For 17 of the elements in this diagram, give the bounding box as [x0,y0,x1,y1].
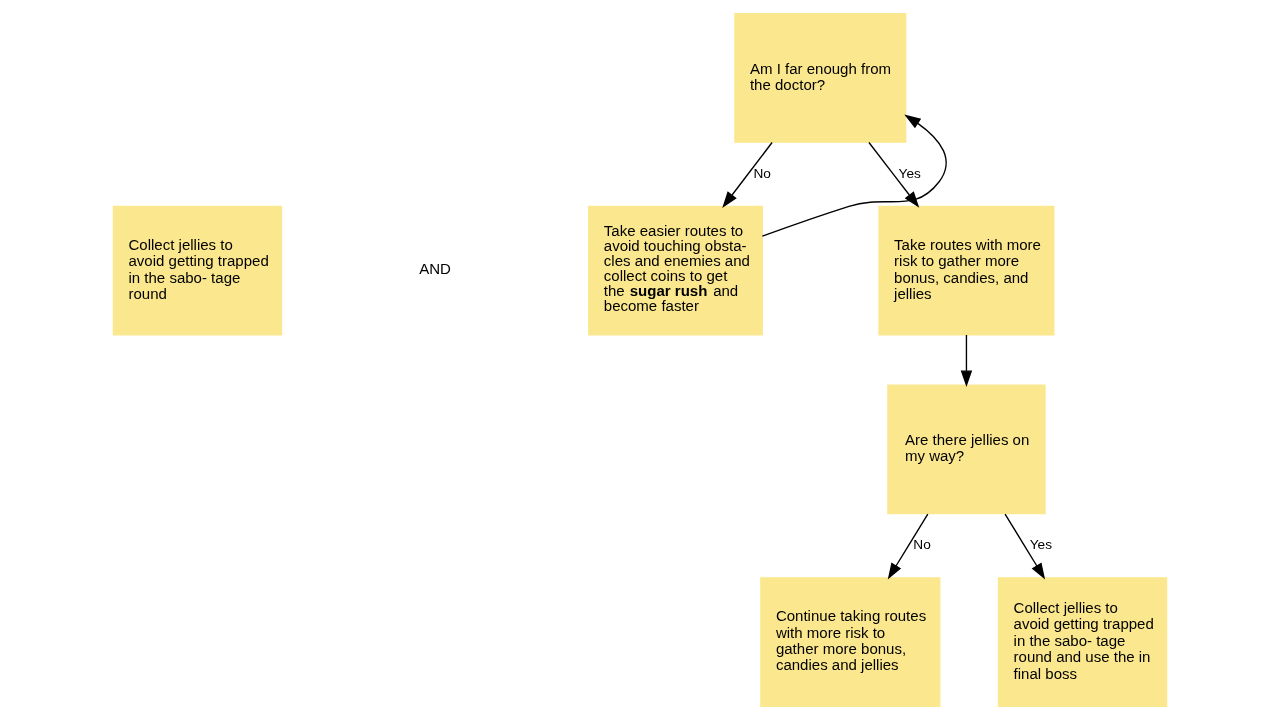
edge-label: No [913,537,931,553]
edge-label: Yes [1029,537,1053,553]
arrow [761,114,947,237]
edge-label: No [753,165,771,181]
node-box: Take easier routes to avoid touching obsta- cles and enemies and collect coins to get the sugar rush and become faster [588,205,763,336]
node-box: Continue taking routes with more risk to gather more bonus, candies and jellies [760,577,941,707]
node-box: Take routes with more risk to gather more bonus, candies, and jellies [878,205,1055,336]
arrow [1004,513,1046,580]
edge-label: Yes [898,165,921,181]
node-box: Are there jellies on my way? [887,384,1046,515]
arrow [960,334,973,387]
node-box: Collect jellies to avoid getting trapped in the sabo- tage round [112,205,283,336]
node-box: Am I far enough from the doctor? [734,13,907,143]
arrow [887,513,929,580]
label: AND [419,260,451,278]
arrow [722,141,773,208]
node-box: Collect jellies to avoid getting trapped in the sabo- tage round and use the in final boss [997,577,1168,707]
